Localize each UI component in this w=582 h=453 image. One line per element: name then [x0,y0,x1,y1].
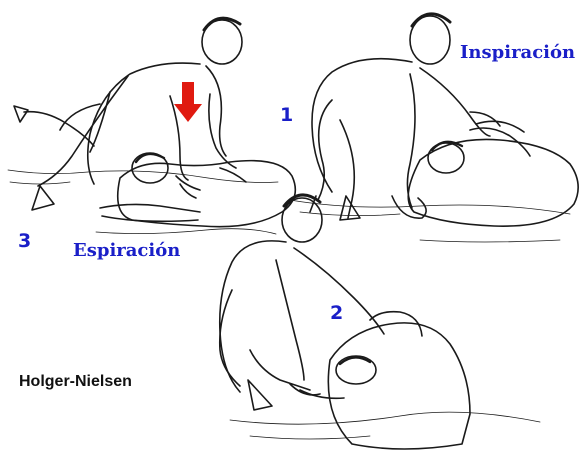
scene-2-intermediate-drawing [220,195,540,449]
scene-3-expiration-drawing [8,18,295,234]
step-number-3: 3 [18,230,31,252]
step-number-1: 1 [280,104,293,126]
step-number-2: 2 [330,302,343,324]
phase-label-expiration: Espiración [73,240,180,261]
down-arrow-icon [174,82,202,122]
phase-label-inspiration: Inspiración [460,42,575,63]
method-title: Holger-Nielsen [19,373,132,391]
